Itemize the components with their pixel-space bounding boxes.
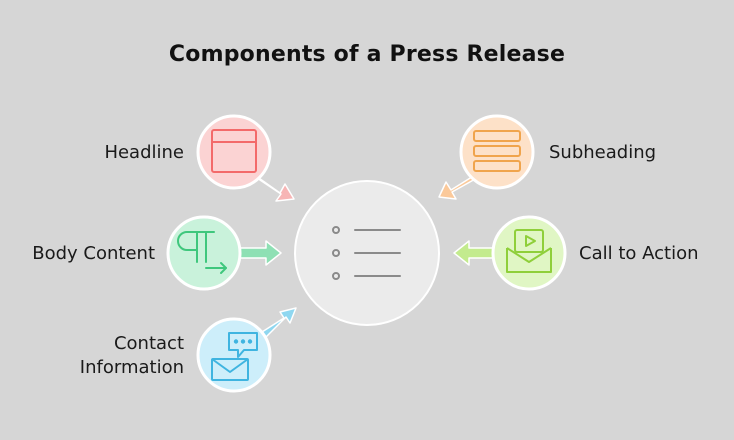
paragraph-icon: [177, 231, 227, 274]
node-contact-information: [196, 307, 297, 393]
arrow-contact-information: [261, 307, 297, 338]
arrow-headline: [255, 175, 295, 202]
stacked-bars-icon: [473, 130, 521, 172]
label-body-content: Body Content: [32, 243, 155, 264]
node-body-content: [166, 215, 282, 291]
diagram-title: Components of a Press Release: [168, 42, 566, 67]
chat-envelope-icon: [211, 332, 258, 381]
layout-window-icon: [211, 129, 257, 173]
label-contact-information: Contact Information: [79, 333, 184, 378]
node-call-to-action: [453, 215, 567, 291]
label-subheading: Subheading: [549, 142, 657, 163]
video-mail-icon: [506, 229, 552, 273]
label-call-to-action: Call to Action: [579, 243, 699, 264]
label-headline: Headline: [104, 142, 184, 163]
list-icon: [332, 226, 401, 280]
arrow-call-to-action: [453, 240, 495, 266]
node-headline: [196, 114, 295, 202]
center-hub: [294, 180, 440, 326]
arrow-body-content: [239, 240, 282, 266]
node-subheading: [438, 114, 535, 200]
